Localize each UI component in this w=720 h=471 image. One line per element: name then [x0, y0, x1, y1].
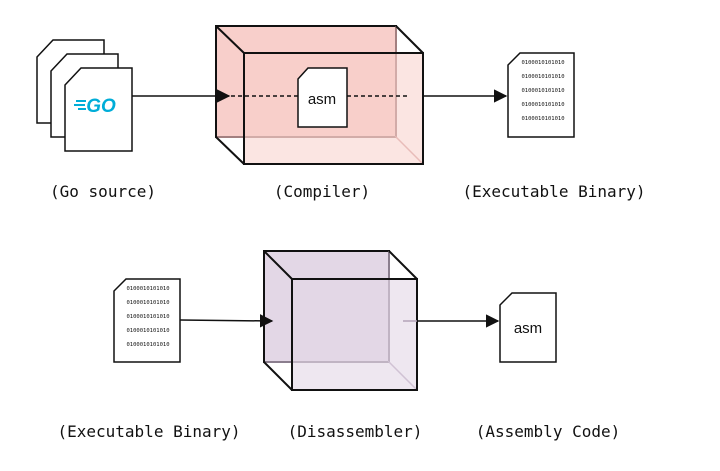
caption-executable-binary-top: (Executable Binary) [462, 182, 645, 201]
caption-assembly-code: (Assembly Code) [476, 422, 621, 441]
top_row-line-0: 0100010101010 [521, 60, 564, 66]
caption-executable-binary-bottom: (Executable Binary) [57, 422, 240, 441]
top_row-line-2: 0100010101010 [521, 88, 564, 94]
asm-document-output: asm [499, 292, 557, 363]
go-logo: GO [74, 96, 116, 117]
bottom_row-line-3: 0100010101010 [126, 328, 169, 334]
caption-compiler: (Compiler) [274, 182, 370, 201]
asm-document-inside-compiler: asm [297, 67, 348, 128]
go-logo-text: GO [86, 96, 116, 117]
bottom_row-line-1: 0100010101010 [126, 300, 169, 306]
bottom_row-line-4: 0100010101010 [126, 342, 169, 348]
binary-document-bottom: 0100010101010 0100010101010 0100010101010 0… [113, 278, 181, 363]
asm-output-label: asm [514, 320, 542, 337]
binary-text-lines: 0100010101010 0100010101010 0100010101010 0… [521, 60, 564, 122]
binary-document-top: 0100010101010 0100010101010 0100010101010 0… [507, 52, 575, 138]
go-source-documents: GO [36, 39, 133, 152]
caption-disassembler: (Disassembler) [288, 422, 423, 441]
caption-go-source: (Go source) [50, 182, 156, 201]
top_row-line-1: 0100010101010 [521, 74, 564, 80]
disassembler-cube [263, 250, 418, 391]
top_row-line-4: 0100010101010 [521, 116, 564, 122]
document-front [64, 67, 133, 152]
bottom_row-line-0: 0100010101010 [126, 286, 169, 292]
arrow-binary-to-disassembler [179, 314, 274, 328]
asm-inside-label: asm [308, 91, 336, 108]
top_row-line-3: 0100010101010 [521, 102, 564, 108]
bottom_row-line-2: 0100010101010 [126, 314, 169, 320]
compiler-cube [215, 25, 424, 165]
binary-text-lines: 0100010101010 0100010101010 0100010101010 0… [126, 286, 169, 348]
